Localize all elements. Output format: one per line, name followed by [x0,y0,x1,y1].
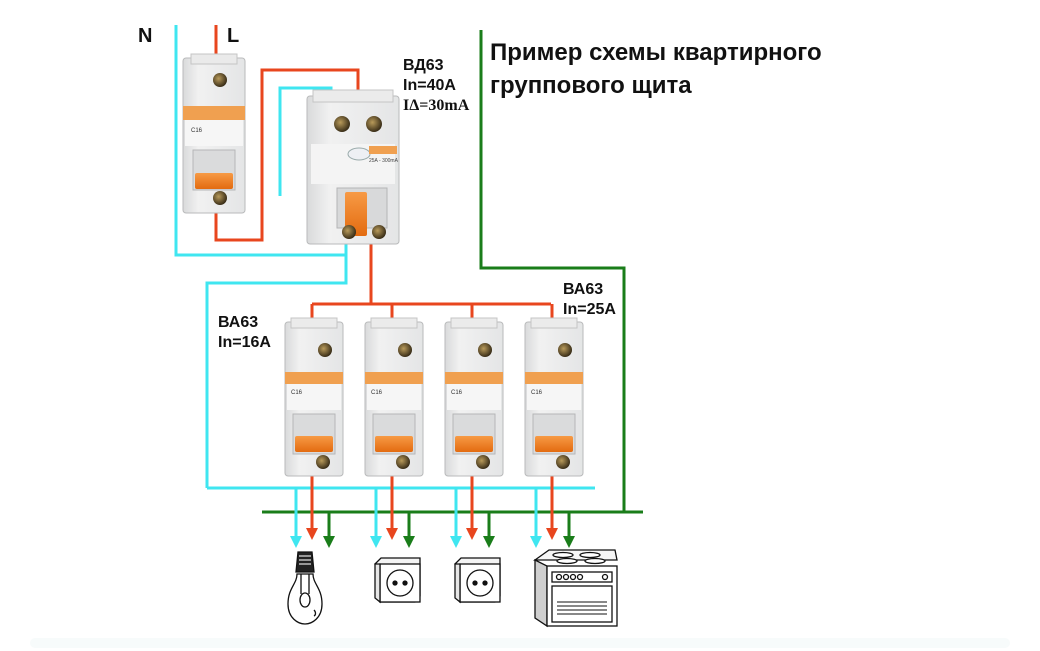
screw-icon [476,455,490,469]
group-breaker: C16 [284,317,344,477]
group-breaker-label-16a: ВА63 In=16A [218,313,271,353]
bottom-strip [30,638,1010,648]
screw-icon [213,191,227,205]
breaker-handle[interactable] [295,436,333,452]
screw-icon [318,343,332,357]
group-breaker: C16 [524,317,584,477]
rcd-handle[interactable] [345,192,367,236]
breaker-curve: C16 [291,390,303,396]
breaker-curve: C16 [371,390,383,396]
rcd-model: ВД63 [403,57,444,74]
rcd-label: ВД63 In=40A IΔ=30mA [403,56,469,116]
earth-arrow-head [483,536,495,548]
earth-arrow-head [323,536,335,548]
rcd-device: 25A - 300mA [306,89,400,245]
group-breaker: C16 [444,317,504,477]
earth-arrow-head [403,536,415,548]
breaker-handle[interactable] [195,173,233,189]
neutral-wire-down [205,244,348,488]
breaker-curve: C16 [531,390,543,396]
earth-arrow-head [563,536,575,548]
screw-icon [366,116,382,132]
title-line-1: Пример схемы квартирного [490,39,822,66]
main-breaker: C16 [182,53,246,214]
breaker-curve: C16 [451,390,463,396]
rcd-leakage-current: IΔ=30mA [403,97,470,114]
svg-text:C16: C16 [191,128,203,134]
neutral-arrow-head [450,536,462,548]
neutral-arrow-head [530,536,542,548]
screw-icon [213,73,227,87]
screw-icon [396,455,410,469]
phase-arrow-head [466,528,478,540]
earth-wires [262,30,643,514]
group-breaker: C16 [364,317,424,477]
phase-arrow-head [306,528,318,540]
electric-stove-icon [532,549,618,628]
socket-icon [454,557,501,604]
diagram-title: Пример схемы квартирного группового щита [490,36,822,102]
screw-icon [372,225,386,239]
breaker-rated-current: In=16A [218,334,271,351]
phase-wire-loop [214,68,360,242]
screw-icon [334,116,350,132]
load-arrows [290,488,575,548]
svg-text:25A - 300mA: 25A - 300mA [369,158,399,164]
screw-icon [558,343,572,357]
socket-icon [374,557,421,604]
screw-icon [556,455,570,469]
breaker-handle[interactable] [455,436,493,452]
phase-arrow-head [386,528,398,540]
breaker-handle[interactable] [375,436,413,452]
light-bulb-icon [287,551,323,625]
screw-icon [478,343,492,357]
phase-arrow-head [546,528,558,540]
breaker-model: ВА63 [563,281,604,298]
earth-wire [479,30,626,512]
screw-icon [316,455,330,469]
screw-icon [342,225,356,239]
neutral-arrow-head [290,536,302,548]
group-breakers: C16 C16 C16 C16 [284,317,584,477]
breaker-model: ВА63 [218,314,259,331]
title-line-2: группового щита [490,72,692,99]
test-button[interactable] [347,147,371,161]
rcd-rated-current: In=40A [403,77,456,94]
breaker-handle[interactable] [535,436,573,452]
phase-wires [214,25,554,500]
group-breaker-label-25a: ВА63 In=25A [563,280,616,320]
breaker-rated-current: In=25A [563,301,616,318]
neutral-arrow-head [370,536,382,548]
screw-icon [398,343,412,357]
line-terminal-label: L [227,25,240,47]
neutral-terminal-label: N [138,25,153,47]
